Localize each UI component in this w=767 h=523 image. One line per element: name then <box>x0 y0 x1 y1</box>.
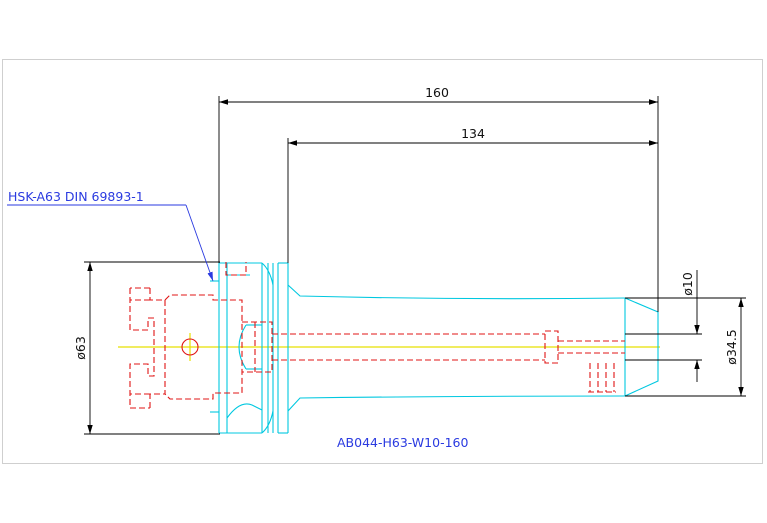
dimension-lines <box>84 96 746 435</box>
dimension-160-label: 160 <box>425 85 449 100</box>
dimension-d63-label: ø63 <box>73 336 88 360</box>
dimension-d10-label: ø10 <box>680 272 695 296</box>
center-line <box>118 333 660 361</box>
dimension-134-label: 134 <box>461 126 485 141</box>
drawing-frame <box>2 59 763 464</box>
center-hole <box>181 338 199 356</box>
hidden-lines <box>129 262 625 409</box>
interface-callout: HSK-A63 DIN 69893-1 <box>7 189 214 282</box>
holder-outline <box>210 262 659 434</box>
part-number-label: AB044-H63-W10-160 <box>337 435 468 450</box>
dimension-d34-5-label: ø34.5 <box>724 329 739 364</box>
interface-callout-text: HSK-A63 DIN 69893-1 <box>8 189 144 204</box>
